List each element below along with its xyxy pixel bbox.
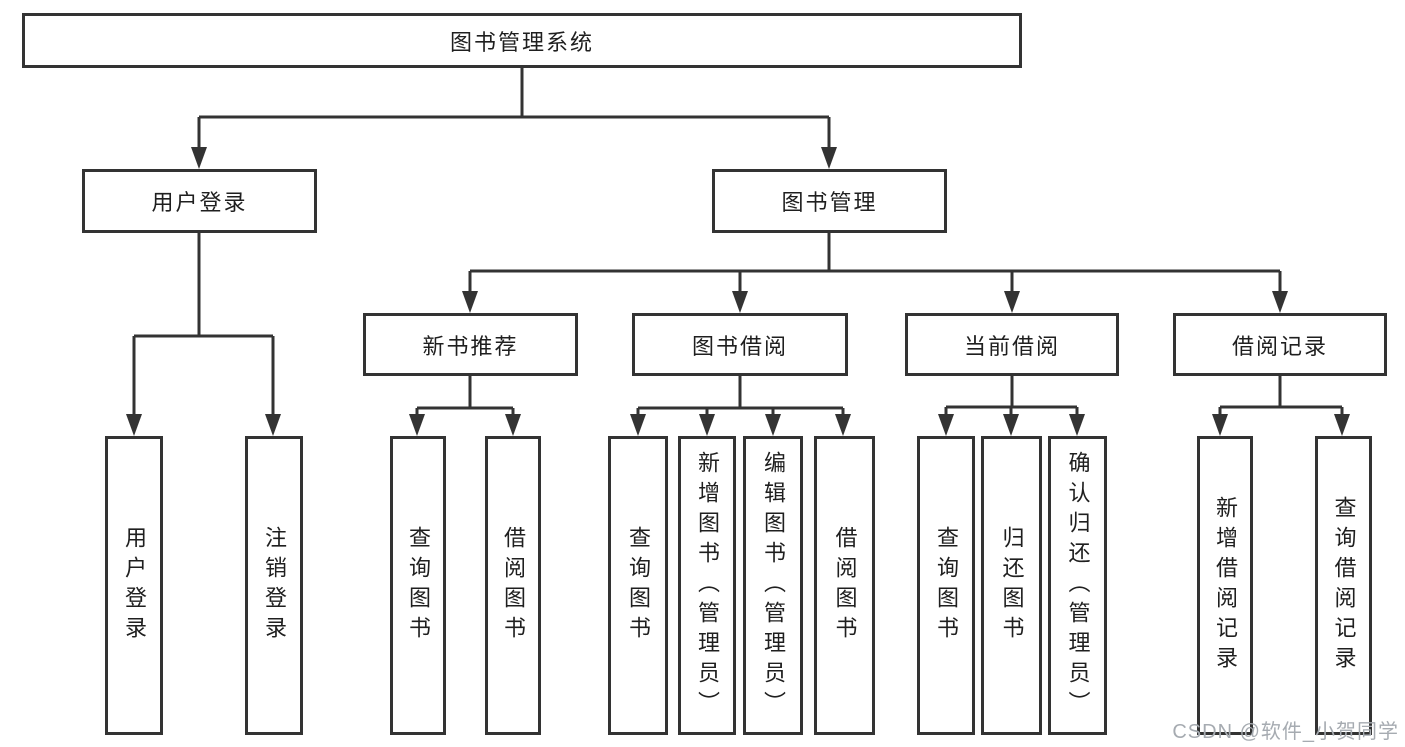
leaf-cb-confirm-return: 确认归还（管理员）	[1048, 436, 1107, 735]
leaf-cb-query-books: 查询图书	[917, 436, 975, 735]
leaf-logout: 注销登录	[245, 436, 303, 735]
leaf-bb-borrow-books: 借阅图书	[814, 436, 875, 735]
edge-root-to-level2	[197, 68, 831, 150]
node-root: 图书管理系统	[22, 13, 1022, 68]
leaf-bb-query-books: 查询图书	[608, 436, 668, 735]
leaf-rec-borrow-books: 借阅图书	[485, 436, 541, 735]
edge-user-login-to-leaves	[132, 233, 275, 417]
node-current-borrow: 当前借阅	[905, 313, 1119, 376]
node-book-borrow: 图书借阅	[632, 313, 848, 376]
arrowheads	[126, 147, 1350, 436]
node-user-login: 用户登录	[82, 169, 317, 233]
leaf-bb-add-books: 新增图书（管理员）	[678, 436, 736, 735]
leaf-cb-return-books: 归还图书	[981, 436, 1042, 735]
csdn-watermark: CSDN @软件_小贺同学	[1172, 721, 1399, 743]
leaf-br-add-record: 新增借阅记录	[1197, 436, 1253, 735]
edge-new-book-rec-to-leaves	[415, 376, 515, 418]
edge-borrow-records-to-leaves	[1218, 376, 1344, 418]
node-book-mgmt: 图书管理	[712, 169, 947, 233]
leaf-rec-query-books: 查询图书	[390, 436, 446, 735]
edge-book-borrow-to-leaves	[636, 376, 845, 418]
leaf-user-login: 用户登录	[105, 436, 163, 735]
edge-current-borrow-to-leaves	[944, 376, 1079, 418]
edge-book-mgmt-to-level3	[468, 233, 1282, 294]
leaf-br-query-record: 查询借阅记录	[1315, 436, 1372, 735]
leaf-bb-edit-books: 编辑图书（管理员）	[743, 436, 803, 735]
node-borrow-records: 借阅记录	[1173, 313, 1387, 376]
node-new-book-rec: 新书推荐	[363, 313, 578, 376]
